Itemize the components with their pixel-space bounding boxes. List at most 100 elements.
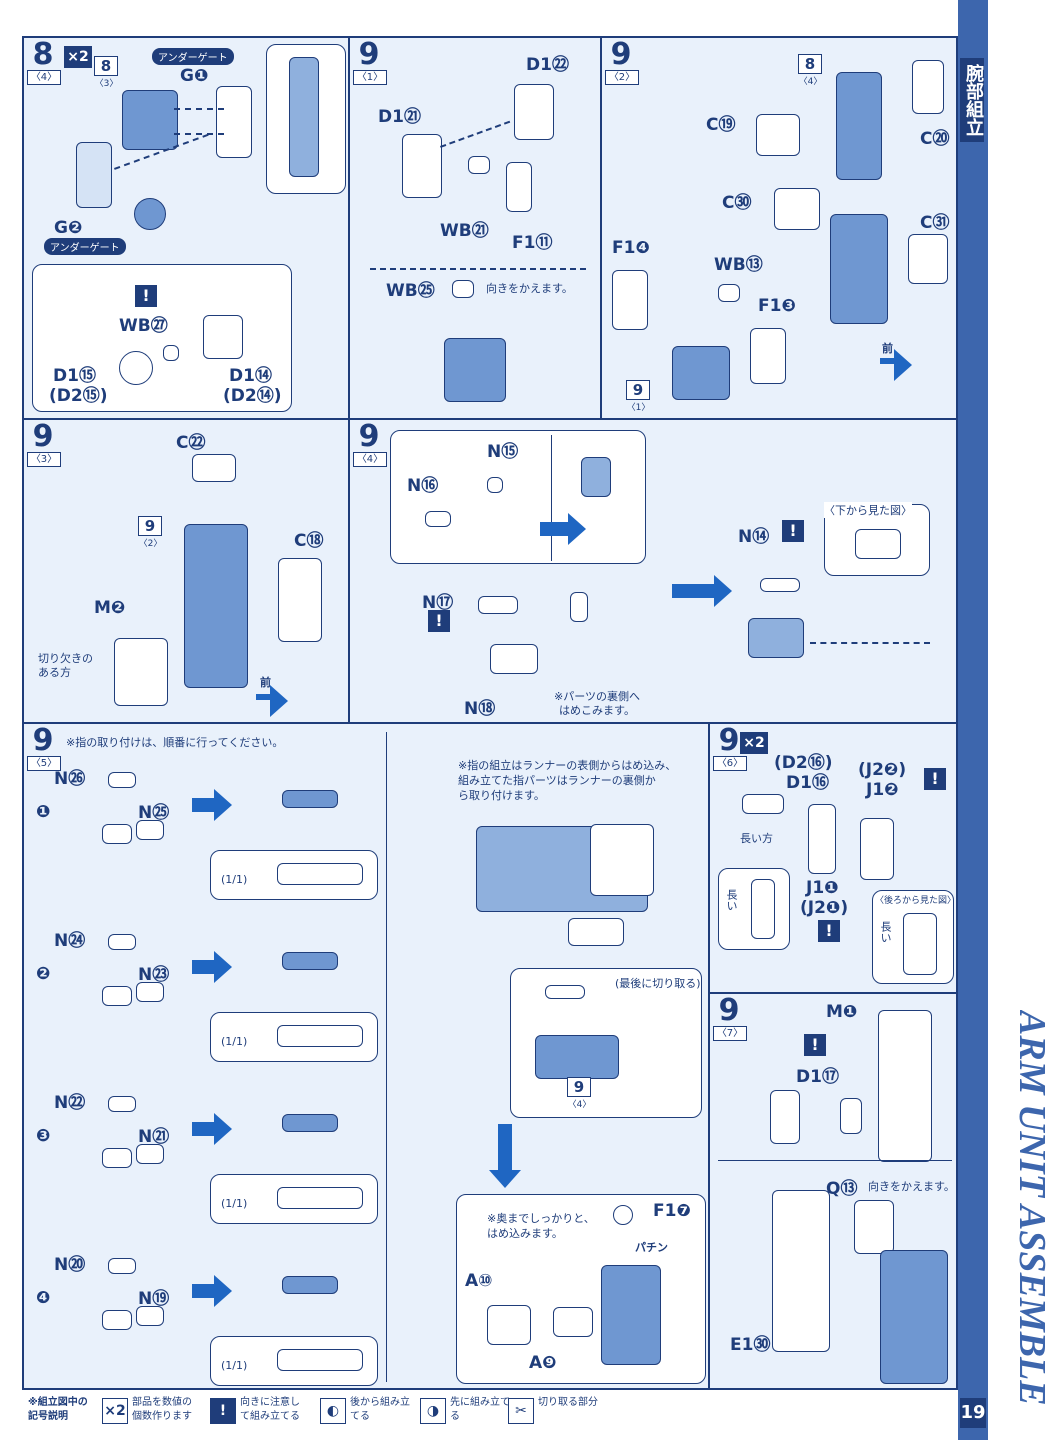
step-reference: 8 〈4〉 — [798, 54, 823, 87]
washer-part — [163, 345, 179, 361]
detail-inset: N⑮ N⑯ — [390, 430, 646, 564]
reference-inset — [266, 44, 346, 194]
finger-preview-part — [277, 1025, 363, 1047]
inner-frame-part — [514, 84, 554, 140]
ratio-label: (1/1) — [221, 1197, 248, 1210]
finger-preview: (1/1) — [210, 850, 378, 900]
gate-label: アンダーゲート — [152, 48, 234, 65]
armor-part — [114, 638, 168, 706]
armor-part — [912, 60, 944, 114]
caution-icon: ! — [428, 610, 450, 632]
part-label: N㉑ — [138, 1127, 170, 1147]
step-number: 9 — [32, 419, 54, 454]
part-label: (J2❶) — [800, 898, 849, 918]
finger-assembly — [282, 952, 338, 970]
step-arrow — [672, 575, 732, 607]
finger-tip-part — [108, 772, 136, 788]
finger-assembly-note: ※指の組立はランナーの表側からはめ込み、 組み立てた指パーツはランナーの裏側か … — [458, 759, 677, 802]
section-title: 腕部組立 — [960, 58, 984, 142]
inner-frame-part — [402, 134, 442, 198]
step-number: 9 — [358, 37, 380, 72]
part-label: (D2⑯) — [774, 753, 833, 773]
part-label: A❾ — [529, 1353, 557, 1373]
section-title-english-text: ARM UNIT ASSEMBLE — [1011, 1010, 1053, 1406]
caution-icon: ! — [818, 920, 840, 942]
caution-icon: ! — [135, 285, 157, 307]
finger-part — [545, 985, 585, 999]
part-label: F1⑪ — [512, 233, 553, 253]
legend-title: ※組立図中の 記号説明 — [28, 1397, 88, 1422]
finger-preview-part — [277, 1187, 363, 1209]
joint-part — [119, 351, 153, 385]
finger-assembly — [282, 1276, 338, 1294]
legend-text: 向きに注意して組み立てる — [240, 1397, 300, 1422]
runner-line — [810, 642, 930, 644]
step-sub: 〈5〉 — [27, 756, 61, 771]
part-label: J1❷ — [866, 780, 899, 800]
step-sub: 〈4〉 — [27, 70, 61, 85]
part-label: N⑳ — [54, 1255, 86, 1275]
forearm-lower — [830, 214, 888, 324]
cover-part — [76, 142, 112, 208]
detail-inset: ※奥までしっかりと、 はめ込みます。 F1❼ パチン A⑩ A❾ — [456, 1194, 706, 1384]
order-number: ❹ — [36, 1288, 51, 1308]
frame-part — [216, 86, 252, 158]
notch-note: 切り欠きの ある方 — [38, 652, 93, 679]
part-label: N㉓ — [138, 965, 170, 985]
long-label: 長い — [879, 921, 892, 943]
part-label: G❶ — [180, 66, 209, 86]
wrist-part — [742, 794, 784, 814]
part-label: (D2⑭) — [223, 386, 282, 406]
legend-text: 先に組み立てる — [450, 1397, 510, 1422]
step-9-7-panel: 9 〈7〉 M❶ ! D1⑰ Q⑬ 向きをかえます。 E1㉚ — [708, 992, 958, 1390]
inner-arm-part — [772, 1190, 830, 1352]
bottom-view-label: 〈下から見た図〉 — [824, 502, 912, 518]
assembly-guide — [174, 108, 224, 110]
hand-part — [487, 1305, 531, 1345]
finger-preview: (1/1) — [210, 1174, 378, 1224]
legend-item: ◐後から組み立てる — [320, 1394, 420, 1428]
step-reference: 9 〈1〉 — [626, 380, 651, 413]
legend-icon: ◑ — [420, 1398, 446, 1424]
part-label: D1⑭ — [229, 366, 272, 386]
press-note: ※奥までしっかりと、 はめ込みます。 — [487, 1212, 595, 1240]
step-9-1-panel: 9 〈1〉 D1㉒ D1㉑ WB㉑ F1⑪ WB㉕ 向きをかえます。 — [348, 36, 602, 420]
part-label: F1❸ — [758, 296, 796, 316]
step-arrow — [192, 951, 232, 983]
finger-joint-part — [136, 982, 164, 1002]
finger-preview: (1/1) — [210, 1012, 378, 1062]
legend-item: !向きに注意して組み立てる — [210, 1394, 310, 1428]
small-part — [760, 578, 800, 592]
back-view-label: 〈後ろから見た図〉 — [875, 896, 957, 906]
legend-text: 部品を数値の個数作ります — [132, 1397, 192, 1422]
step-reference: 9 〈4〉 — [567, 1077, 592, 1110]
click-sound: パチン — [635, 1241, 668, 1254]
step-arrow — [192, 1275, 232, 1307]
step-sub: 〈1〉 — [353, 70, 387, 85]
front-direction-label: 前 — [882, 342, 893, 355]
detail-inset: ! WB㉗ D1⑮ (D2⑮) D1⑭ (D2⑭) — [32, 264, 292, 412]
part-label: N⑭ — [738, 527, 770, 547]
legend-item: ✂切り取る部分 — [508, 1394, 608, 1428]
finger-joint-part — [102, 1148, 132, 1168]
rotated-part — [581, 457, 611, 497]
assembly-guide — [370, 268, 586, 270]
finger-joint-part — [102, 986, 132, 1006]
part-label: D1⑮ — [53, 366, 96, 386]
part-label: D1⑯ — [786, 773, 829, 793]
order-number: ❶ — [36, 802, 51, 822]
wrist-ball-part — [613, 1205, 633, 1225]
finger-joint-part — [102, 1310, 132, 1330]
step-reference: 8 〈3〉 — [94, 56, 119, 89]
part-label: WB㉑ — [440, 221, 489, 241]
orientation-note: 向きをかえます。 — [868, 1180, 955, 1193]
finger-joint-part — [102, 824, 132, 844]
hand-palm-frame — [590, 824, 654, 896]
section-sidebar — [958, 0, 988, 1440]
knuckle-part-preview — [855, 529, 901, 559]
part-label: N㉖ — [54, 769, 86, 789]
